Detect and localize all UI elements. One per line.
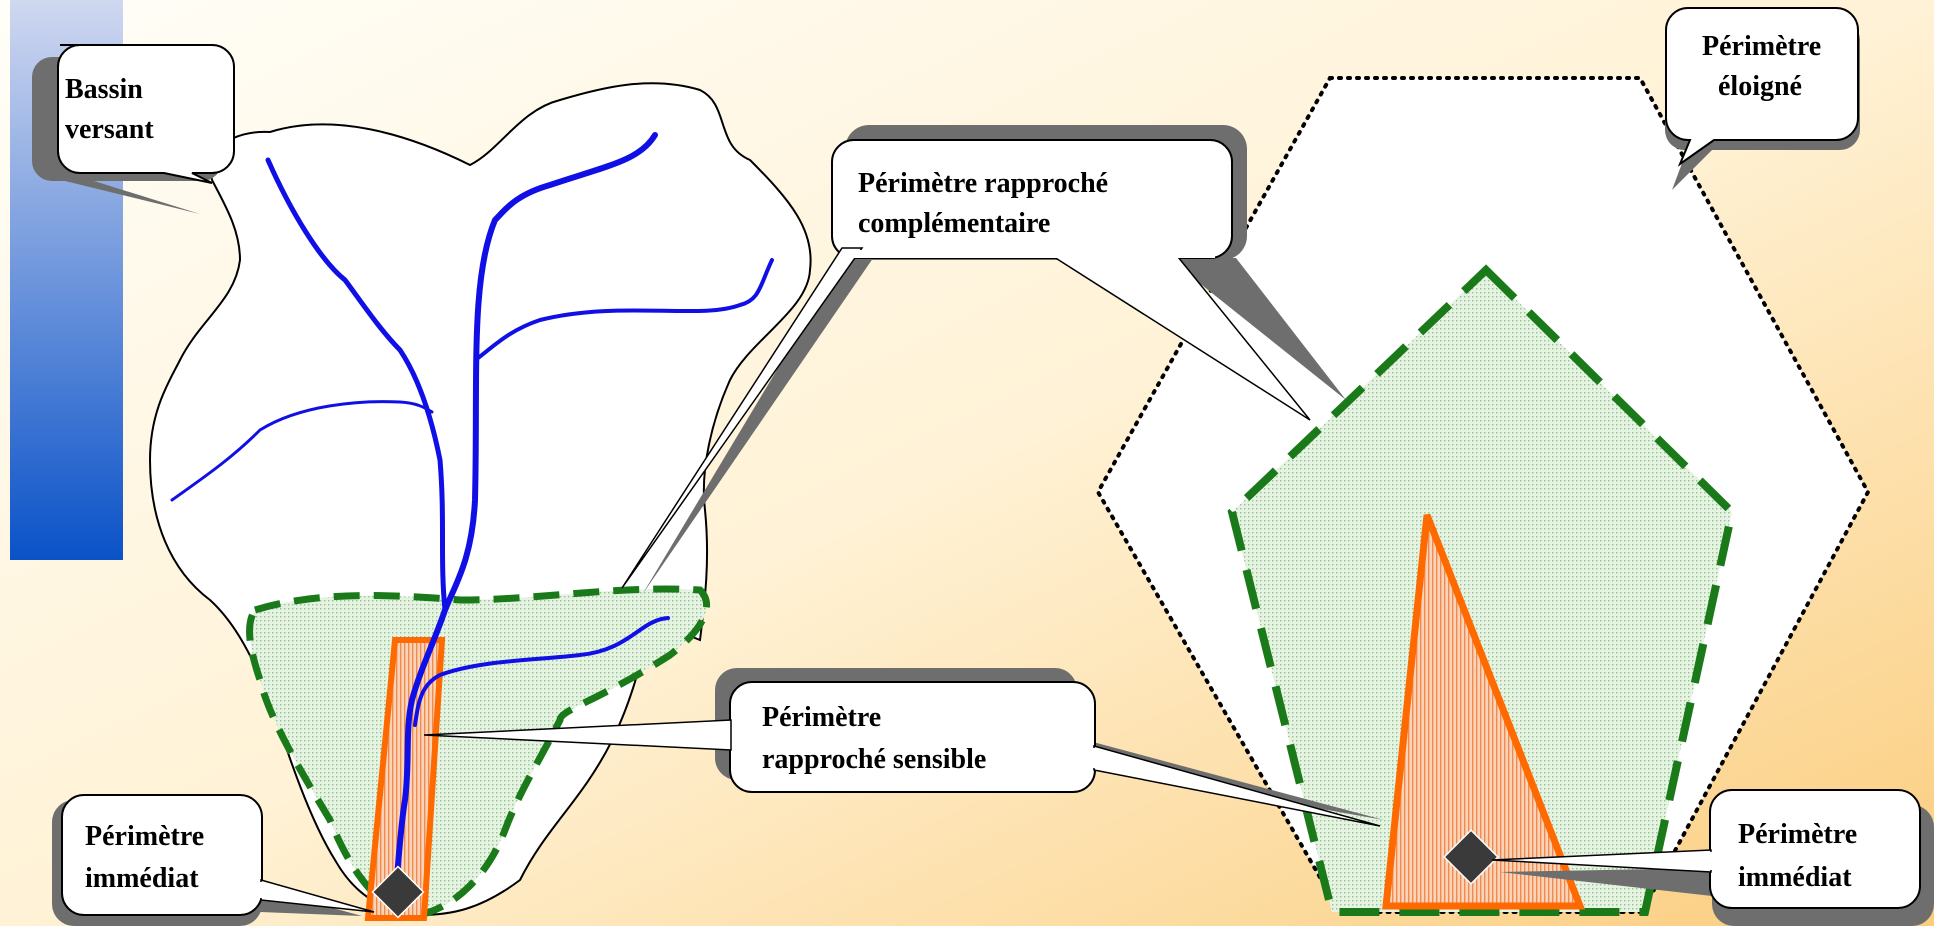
right-diagram: [1095, 76, 1871, 916]
river-network: [170, 132, 774, 903]
callout-eloigne: Périmètre éloigné: [1664, 7, 1860, 190]
callout-rapproche-complementaire-line1: Périmètre rapproché: [858, 168, 1108, 199]
callout-rapproche-complementaire-line2: complémentaire: [858, 208, 1050, 239]
callout-rapproche-complementaire: Périmètre rapproché complémentaire: [621, 125, 1346, 595]
callout-eloigne-line2: éloigné: [1718, 71, 1802, 102]
callout-immediat-right-line1: Périmètre: [1738, 819, 1857, 850]
callout-bassin-versant: Bassin versant: [32, 44, 235, 214]
callout-immediat-left-line2: immédiat: [85, 863, 199, 894]
callout-immediat-right: Périmètre immédiat: [1491, 789, 1934, 926]
river-main: [392, 132, 658, 903]
callout-eloigne-line1: Périmètre: [1702, 31, 1821, 62]
callout-rapproche-sensible-line1: Périmètre: [762, 702, 881, 733]
rapproche-sensible-zone-schematic: [1382, 513, 1586, 910]
left-diagram: [148, 82, 812, 921]
river-branch-right: [476, 258, 774, 360]
rapproche-complementaire-zone-schematic: [1227, 264, 1737, 916]
river-branch-left: [170, 400, 434, 502]
callout-immediat-left: Périmètre immédiat: [52, 794, 375, 926]
callout-immediat-right-line2: immédiat: [1738, 862, 1852, 893]
capture-point-right: [1443, 829, 1499, 885]
callout-rapproche-sensible-line2: rapproché sensible: [762, 744, 986, 775]
callout-rapproche-sensible: Périmètre rapproché sensible: [423, 668, 1384, 827]
capture-point-left: [371, 865, 425, 919]
river-branch-lower: [413, 616, 670, 727]
callout-bassin-versant-line2: versant: [65, 114, 154, 145]
callout-immediat-left-line1: Périmètre: [85, 821, 204, 852]
rapproche-complementaire-zone: [246, 585, 710, 919]
callout-bassin-versant-line1: Bassin: [65, 74, 143, 105]
river-branch-upper-left: [265, 157, 448, 613]
